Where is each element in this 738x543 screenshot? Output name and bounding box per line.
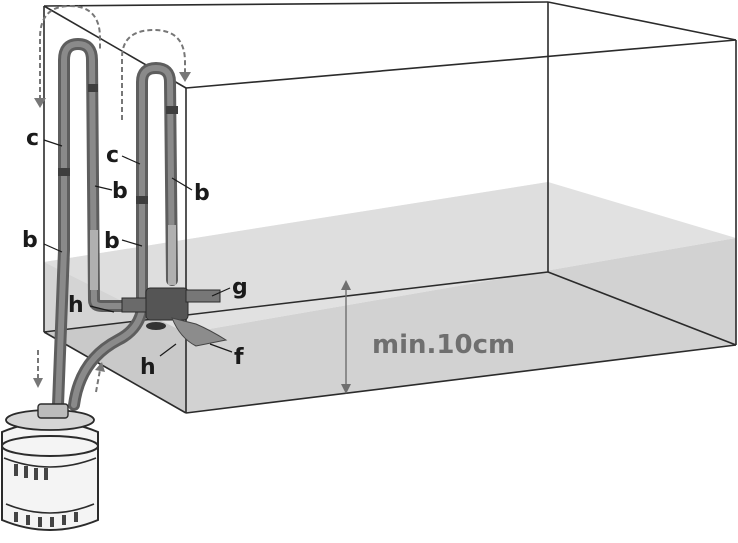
hose-joint-mid-c <box>136 196 148 204</box>
min-depth-label: min.10cm <box>372 330 515 360</box>
label-c-left: c <box>26 126 39 151</box>
label-f: f <box>234 345 244 370</box>
label-h-upper: h <box>68 293 84 318</box>
label-c-mid: c <box>106 143 119 168</box>
label-b-mid-inner: b <box>104 229 120 254</box>
hose-joint-left-c <box>58 168 70 176</box>
label-h-lower: h <box>140 355 156 380</box>
label-b-left-lower: b <box>22 228 38 253</box>
hose-joint-right <box>166 106 178 114</box>
label-b-right: b <box>194 181 210 206</box>
hose-joint-left-inner <box>88 84 98 92</box>
label-b-left-inner: b <box>112 179 128 204</box>
label-g: g <box>232 275 248 300</box>
canister-filter <box>2 404 98 530</box>
